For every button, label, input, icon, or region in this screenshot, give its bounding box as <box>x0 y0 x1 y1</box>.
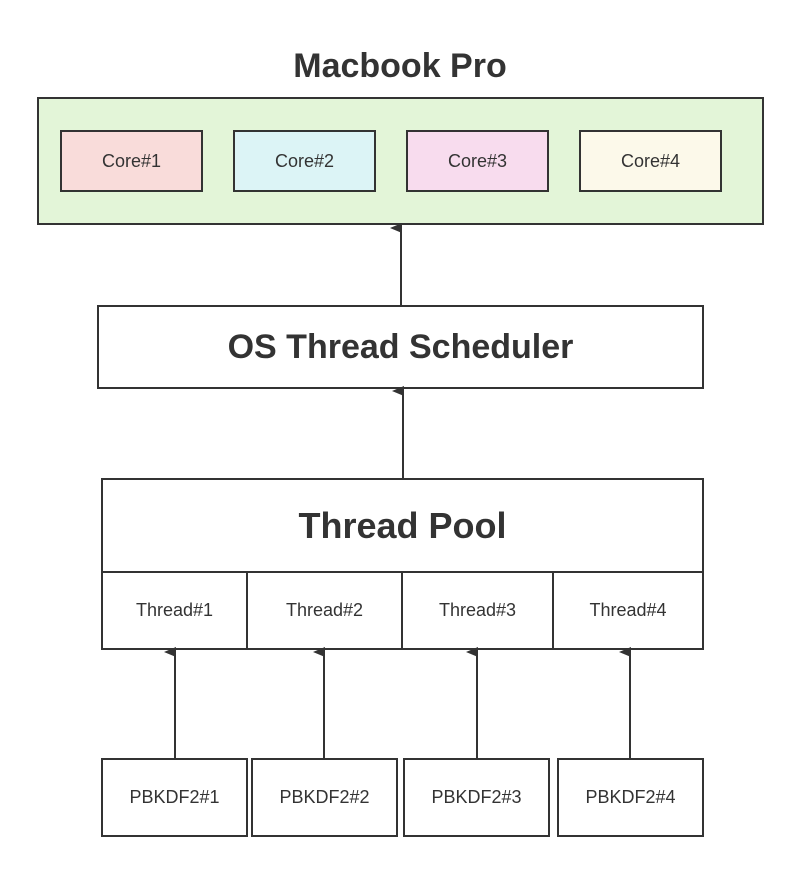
core-4-box: Core#4 <box>579 130 722 192</box>
thread-3-box: Thread#3 <box>401 571 554 650</box>
thread-2-box: Thread#2 <box>246 571 403 650</box>
pbkdf2-3-box: PBKDF2#3 <box>403 758 550 837</box>
core-1-box: Core#1 <box>60 130 203 192</box>
machine-title: Macbook Pro <box>293 47 507 85</box>
os-thread-scheduler-box: OS Thread Scheduler <box>97 305 704 389</box>
pbkdf2-2-box: PBKDF2#2 <box>251 758 398 837</box>
thread-4-box: Thread#4 <box>552 571 704 650</box>
thread-pool-box: Thread Pool <box>101 478 704 573</box>
pbkdf2-1-box: PBKDF2#1 <box>101 758 248 837</box>
core-2-box: Core#2 <box>233 130 376 192</box>
pbkdf2-4-box: PBKDF2#4 <box>557 758 704 837</box>
core-3-box: Core#3 <box>406 130 549 192</box>
